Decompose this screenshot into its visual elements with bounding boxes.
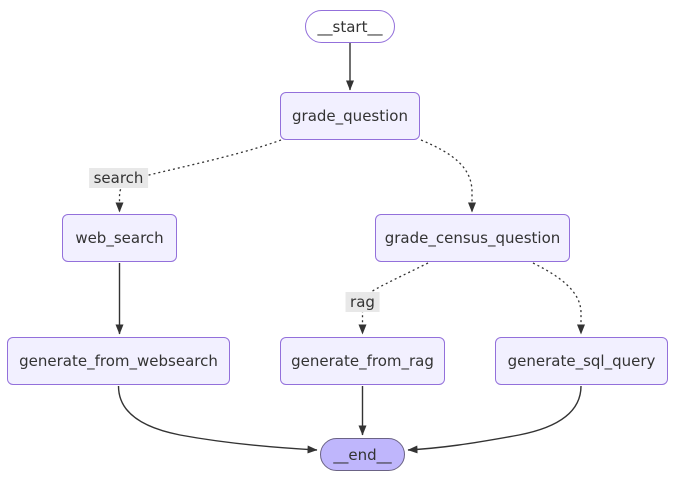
node-grade-question: grade_question <box>280 92 420 140</box>
edge-generate-from-websearch-to-end <box>117 385 318 454</box>
node-generate-from-websearch: generate_from_websearch <box>7 337 230 385</box>
node-generate-from-rag: generate_from_rag <box>280 337 445 385</box>
edge-label-search: search <box>88 168 149 188</box>
node-generate-sql-query: generate_sql_query <box>495 337 668 385</box>
edge-label-rag: rag <box>345 292 380 312</box>
node-grade-census-question: grade_census_question <box>375 214 570 262</box>
edge-grade-question-to-web-search <box>115 139 282 213</box>
edge-grade-census-question-to-generate-sql-query <box>532 262 585 335</box>
node-end: __end__ <box>320 438 405 471</box>
node-web-search: web_search <box>62 214 177 262</box>
node-start: __start__ <box>305 10 395 43</box>
edge-grade-question-to-grade-census-question <box>420 139 476 213</box>
edge-generate-sql-query-to-end <box>407 385 582 454</box>
